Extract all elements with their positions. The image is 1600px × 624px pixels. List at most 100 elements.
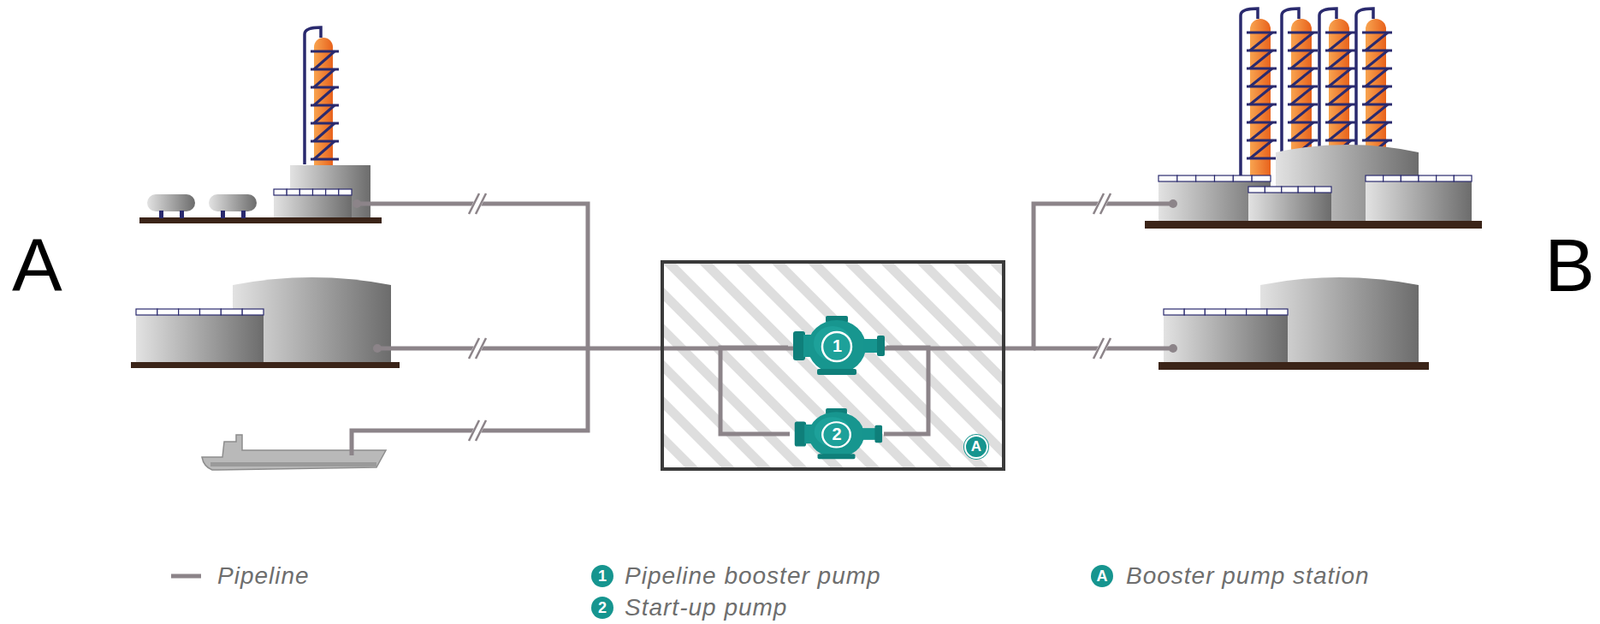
- stroke: [157, 308, 179, 315]
- stroke: [1291, 50, 1314, 69]
- stroke: [1291, 122, 1314, 141]
- station-hatch: [662, 261, 1004, 469]
- callout-number: 2: [591, 596, 614, 619]
- break-marks: [468, 193, 1111, 441]
- stroke: [1251, 175, 1271, 182]
- stroke: [1184, 308, 1205, 315]
- callout-number: 2: [789, 408, 884, 460]
- stroke: [475, 193, 486, 214]
- stroke: [1383, 175, 1402, 182]
- stroke: [1158, 175, 1178, 182]
- stroke: [136, 308, 158, 315]
- stroke: [1328, 122, 1352, 141]
- legend-line-sample: [171, 574, 202, 579]
- bypass-pipe: [720, 347, 790, 434]
- booster-station-box: A 1 2: [660, 260, 1006, 471]
- legend-text: Pipeline booster pump: [624, 562, 882, 590]
- stroke: [1163, 308, 1185, 315]
- stroke: [1246, 308, 1268, 315]
- stroke: [475, 337, 486, 359]
- stroke: [1250, 140, 1273, 159]
- stroke: [1291, 32, 1314, 51]
- pipe-end-dots: [352, 199, 1178, 353]
- stroke: [1204, 308, 1226, 315]
- callout-number: A: [1090, 564, 1114, 587]
- stroke: [1365, 86, 1388, 105]
- stroke: [1365, 104, 1388, 123]
- stroke: [1418, 175, 1437, 182]
- stroke: [1214, 175, 1234, 182]
- callout-number: A: [964, 434, 989, 459]
- stroke: [314, 123, 335, 142]
- legend-text: Booster pump station: [1125, 562, 1370, 590]
- stroke: [1291, 104, 1314, 123]
- stroke: [286, 189, 300, 196]
- stroke: [1315, 186, 1332, 193]
- stroke: [1365, 175, 1384, 182]
- stroke: [325, 189, 339, 196]
- stroke: [1100, 337, 1111, 359]
- stroke: [1328, 68, 1352, 87]
- stroke: [1250, 104, 1273, 123]
- stroke: [1267, 308, 1288, 315]
- legend-text: Pipeline: [217, 562, 310, 590]
- stroke: [1297, 186, 1315, 193]
- stroke: [314, 105, 335, 124]
- tank-roof-cells: [136, 175, 1472, 315]
- stroke: [1100, 193, 1111, 214]
- stroke: [1177, 175, 1197, 182]
- legend-text: Start-up pump: [624, 594, 788, 622]
- stroke: [178, 308, 201, 315]
- stroke: [1248, 186, 1265, 193]
- stroke: [1232, 175, 1252, 182]
- right-refinery: [1144, 144, 1482, 229]
- left-storage-tanks: [130, 277, 400, 368]
- bypass-pipe: [883, 347, 929, 434]
- stroke: [1365, 122, 1388, 141]
- stroke: [1453, 175, 1472, 182]
- stroke: [1328, 32, 1352, 51]
- stroke: [1291, 86, 1314, 105]
- stroke: [1196, 175, 1215, 182]
- stroke: [1250, 68, 1273, 87]
- stroke: [1250, 122, 1273, 141]
- end-letter: B: [1544, 227, 1595, 303]
- stroke: [1264, 186, 1281, 193]
- stroke: [1281, 186, 1298, 193]
- stroke: [242, 308, 264, 315]
- stroke: [313, 189, 326, 196]
- stroke: [1250, 50, 1273, 69]
- stroke: [475, 420, 486, 441]
- stroke: [1328, 104, 1352, 123]
- stroke: [1400, 175, 1419, 182]
- stroke: [1291, 68, 1314, 87]
- stroke: [299, 189, 313, 196]
- stroke: [1365, 50, 1388, 69]
- pump-body: 2: [789, 408, 884, 460]
- end-letter: A: [11, 227, 63, 303]
- callout-number: 1: [788, 315, 887, 376]
- stroke: [1365, 32, 1388, 51]
- right-storage-tanks: [1158, 277, 1429, 370]
- stroke: [1246, 157, 1277, 160]
- stroke: [1328, 50, 1352, 69]
- pipelines: [351, 203, 1174, 456]
- stroke: [1250, 86, 1273, 105]
- tanker-ship: [201, 434, 386, 470]
- pump-body: 1: [788, 315, 887, 376]
- stroke: [200, 308, 222, 315]
- stroke: [314, 87, 335, 106]
- stroke: [1365, 68, 1388, 87]
- stroke: [310, 158, 339, 161]
- callout-number: 1: [591, 564, 614, 587]
- distillation-columns: [304, 8, 1393, 182]
- stroke: [1226, 308, 1247, 315]
- stroke: [314, 51, 335, 70]
- stroke: [220, 308, 243, 315]
- stroke: [314, 141, 335, 160]
- stroke: [1328, 86, 1352, 105]
- stroke: [1436, 175, 1455, 182]
- stroke: [314, 69, 335, 88]
- stroke: [273, 189, 287, 196]
